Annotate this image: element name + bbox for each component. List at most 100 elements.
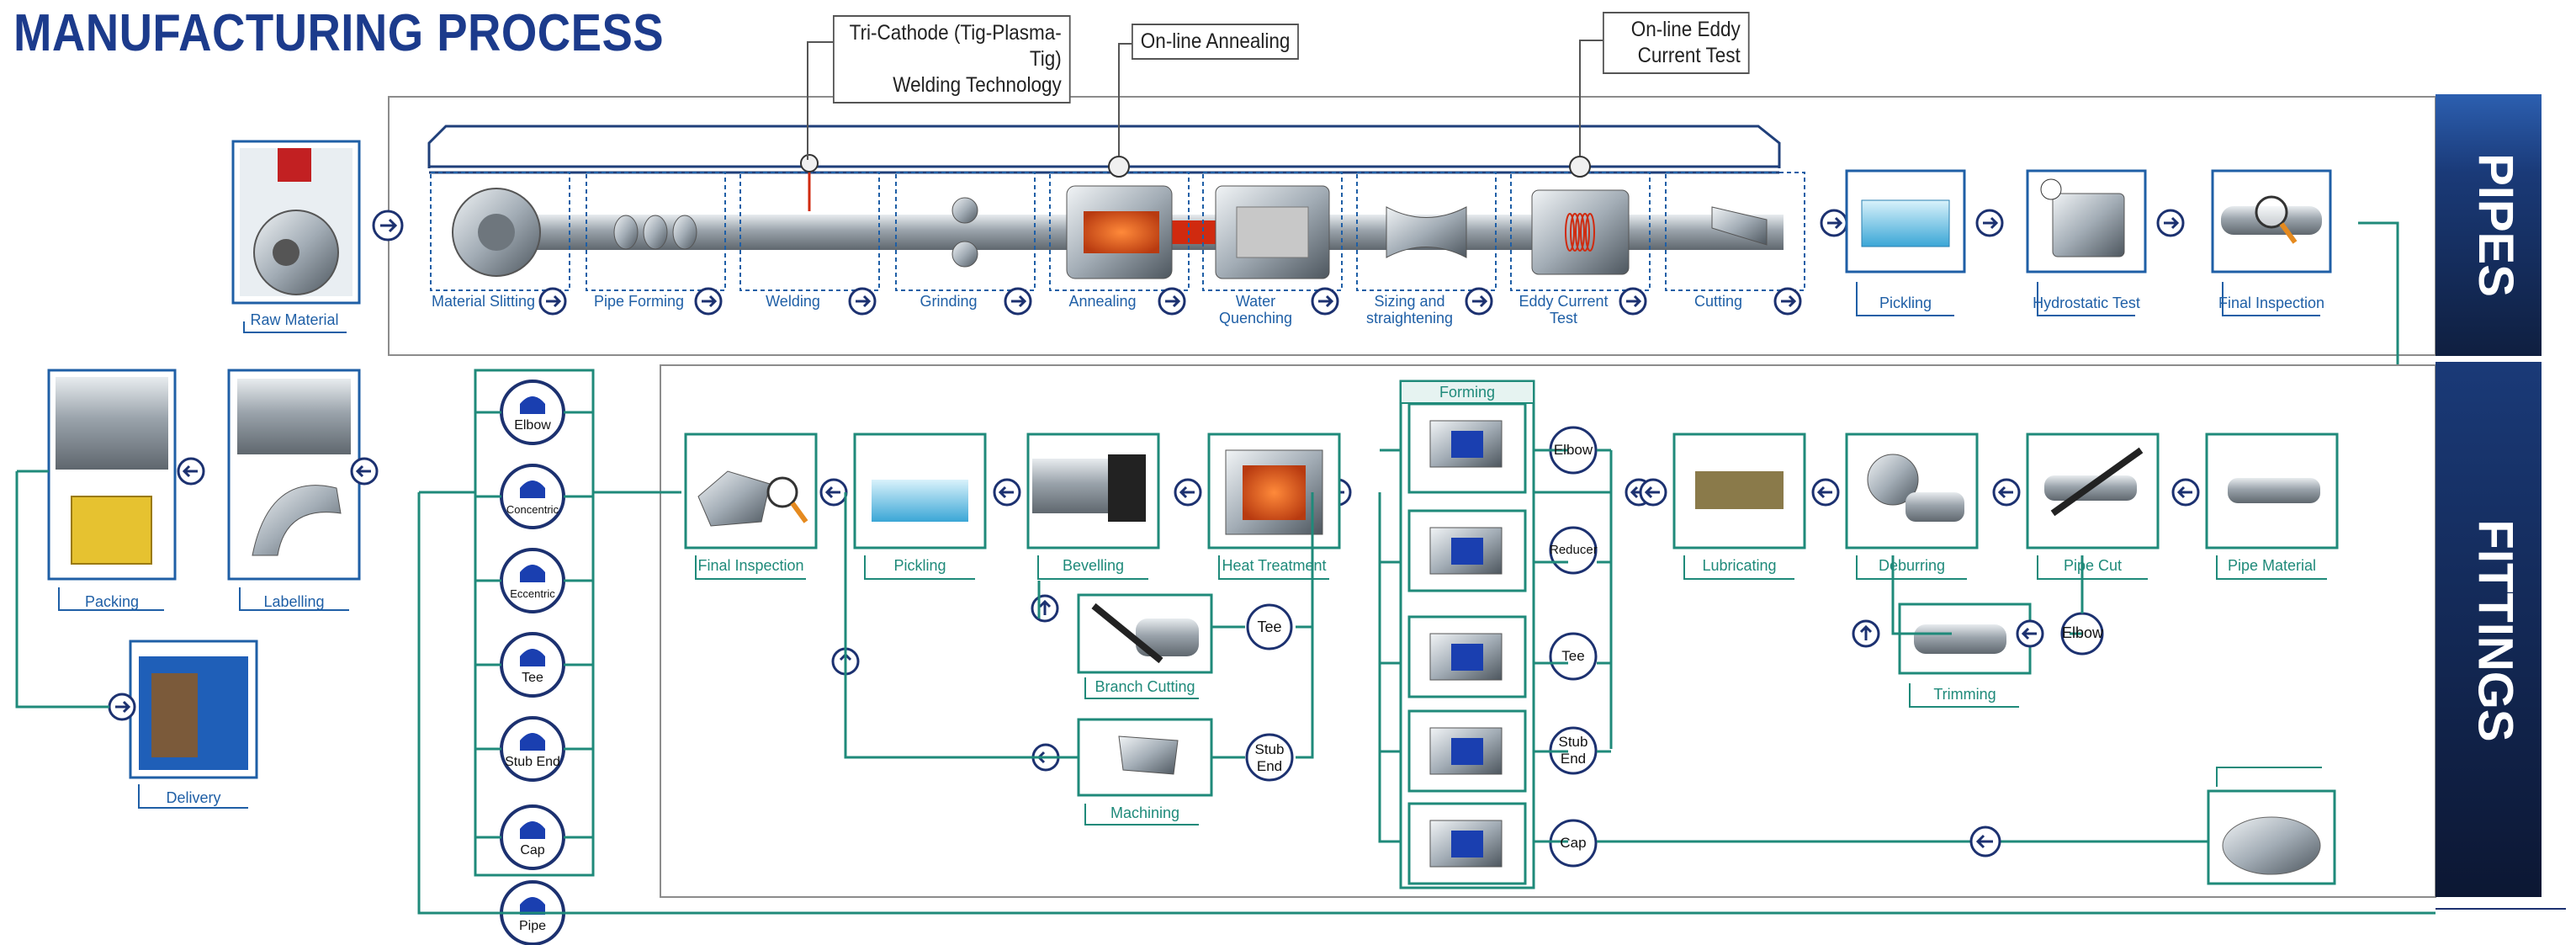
arrow-after-water-quenching bbox=[1311, 287, 1339, 316]
callout-leader-annealing bbox=[1118, 43, 1132, 156]
arrow-products-to-labelling bbox=[350, 457, 379, 486]
product-label-tee: Tee bbox=[522, 671, 543, 685]
welding-callout-dot bbox=[800, 154, 819, 173]
raw-material-box[interactable] bbox=[231, 140, 361, 333]
pipe-bundle-icon bbox=[56, 377, 168, 470]
end-step-label-labelling: Labelling bbox=[263, 593, 325, 610]
pipe-step-pipe-forming[interactable] bbox=[586, 172, 726, 291]
forming-output-label-stub-end: Stub End bbox=[1558, 734, 1588, 767]
arrow-after-pickling bbox=[1975, 209, 2004, 237]
grinding-wheel-icon bbox=[951, 197, 978, 224]
finish-step-underline bbox=[1218, 555, 1329, 580]
arrow-before-deburring bbox=[1811, 478, 1840, 507]
annealing-heat-icon bbox=[1084, 211, 1159, 253]
pipe-step-label-grinding: Grinding bbox=[920, 293, 978, 310]
product-eccentric-icon bbox=[520, 565, 545, 582]
heat-treatment-icon bbox=[1243, 465, 1306, 520]
arrow-after-sizing-and-straightening bbox=[1465, 287, 1493, 316]
product-label-elbow: Elbow bbox=[514, 418, 551, 433]
section-label-fittings: FITTINGS bbox=[2467, 518, 2523, 742]
plate-box[interactable] bbox=[2207, 767, 2336, 885]
stub-end-circle bbox=[1245, 733, 1294, 782]
product-stub-end-icon bbox=[520, 733, 545, 751]
forming-part-icon bbox=[1451, 831, 1483, 857]
arrow-before-lubricating bbox=[1639, 478, 1667, 507]
fitting-step-label-pipe-material: Pipe Material bbox=[2227, 557, 2317, 574]
pipe-step-label-sizing-and-straightening: Sizing and straightening bbox=[1365, 293, 1454, 327]
pipe-step-sizing-and-straightening[interactable] bbox=[1356, 172, 1497, 291]
product-label-cap: Cap bbox=[520, 843, 545, 857]
page-title: MANUFACTURING PROCESS bbox=[13, 4, 665, 62]
container-interior-icon bbox=[151, 673, 198, 757]
arrow-to-delivery bbox=[108, 693, 136, 721]
forming-label: Forming bbox=[1439, 384, 1495, 401]
pickling-bath-icon bbox=[1861, 199, 1950, 247]
branch-saw-icon bbox=[1091, 603, 1163, 664]
pipe-step-cutting[interactable] bbox=[1665, 172, 1805, 291]
labelling-machine-icon bbox=[237, 379, 351, 454]
arrow-after-grinding bbox=[1004, 287, 1032, 316]
arrow-after-eddy-current-test bbox=[1619, 287, 1647, 316]
packing-underline bbox=[58, 587, 164, 611]
lubricating-icon bbox=[1695, 471, 1784, 509]
pressure-gauge-icon bbox=[2040, 178, 2062, 200]
arrow-plate-to-cap bbox=[1969, 826, 2001, 857]
arrow-before-pipe-material bbox=[2171, 478, 2200, 507]
forming-output-label-cap: Cap bbox=[1560, 835, 1587, 851]
sizing-roll-icon bbox=[1386, 206, 1467, 258]
magnifier-handle-icon bbox=[2279, 222, 2298, 244]
pipe-step-material-slitting[interactable] bbox=[430, 172, 570, 291]
post-step-label-final-inspection: Final Inspection bbox=[2218, 295, 2325, 311]
labelling-underline bbox=[239, 587, 349, 611]
arrow-after-welding bbox=[848, 287, 877, 316]
product-label-pipe: Pipe bbox=[518, 919, 547, 933]
arrow-after-pipe-forming bbox=[694, 287, 723, 316]
eddy-coil-icon bbox=[1575, 213, 1585, 252]
callout-leader-eddy bbox=[1579, 40, 1603, 156]
fittings-inspection-icon bbox=[697, 470, 771, 527]
pipe-step-water-quenching[interactable] bbox=[1202, 172, 1343, 291]
finish-step-label-pickling: Pickling bbox=[893, 557, 946, 574]
branch-cutting-label: Branch Cutting bbox=[1095, 678, 1195, 695]
post-step-label-hydrostatic-test: Hydrostatic Test bbox=[2033, 295, 2140, 311]
callout-welding-technology: Tri-Cathode (Tig-Plasma-Tig) Welding Tec… bbox=[833, 15, 1071, 104]
product-pipe-icon bbox=[520, 897, 545, 915]
pipe-step-boxes bbox=[430, 40, 1805, 316]
quench-spray-icon bbox=[1236, 206, 1309, 258]
pipe-step-label-material-slitting: Material Slitting bbox=[431, 293, 536, 310]
tee-circle bbox=[1246, 603, 1293, 650]
saw-blade-icon bbox=[2050, 447, 2144, 517]
post-step-underline bbox=[2222, 282, 2320, 316]
product-label-stub-end: Stub End bbox=[505, 755, 560, 769]
post-step-label-pickling: Pickling bbox=[1879, 295, 1932, 311]
post-step-underline bbox=[1856, 282, 1954, 316]
fittings-flow-lines bbox=[15, 449, 2436, 915]
trimming-pipe-icon bbox=[1914, 624, 2006, 654]
product-tee-icon bbox=[520, 649, 545, 666]
bevelling-tool-icon bbox=[1108, 454, 1146, 522]
hydrostatic-tester-icon bbox=[2052, 193, 2125, 257]
forming-output-tee bbox=[1549, 632, 1598, 681]
pipe-step-label-water-quenching: Water Quenching bbox=[1218, 293, 1293, 327]
callout-leader-welding bbox=[807, 41, 833, 160]
forming-part-icon bbox=[1451, 431, 1483, 458]
finish-step-underline bbox=[695, 555, 806, 580]
magnifier-icon bbox=[2255, 195, 2288, 229]
pipe-step-label-cutting: Cutting bbox=[1693, 293, 1743, 310]
tee-circle-label: Tee bbox=[1257, 618, 1282, 635]
pipe-step-grinding[interactable] bbox=[895, 172, 1036, 291]
arrow-after-hydrostatic-test bbox=[2156, 209, 2185, 237]
arrow-before-pipe-cut bbox=[1992, 478, 2021, 507]
arrow-elbow-to-trimming bbox=[2016, 619, 2044, 648]
forming-output-label-tee: Tee bbox=[1561, 648, 1585, 664]
arrow-trimming-up bbox=[1852, 619, 1880, 648]
branch-underline bbox=[1084, 677, 1199, 699]
finish-step-underline bbox=[864, 555, 975, 580]
deburring-wheel-icon bbox=[1867, 454, 1919, 506]
arrow-after-annealing bbox=[1158, 287, 1186, 316]
product-label-concentric: Concentric bbox=[506, 503, 559, 516]
arrow-branch-to-bevelling bbox=[1031, 594, 1059, 623]
fitting-step-label-pipe-cut: Pipe Cut bbox=[2063, 557, 2123, 574]
arrow-after-material-slitting bbox=[538, 287, 567, 316]
